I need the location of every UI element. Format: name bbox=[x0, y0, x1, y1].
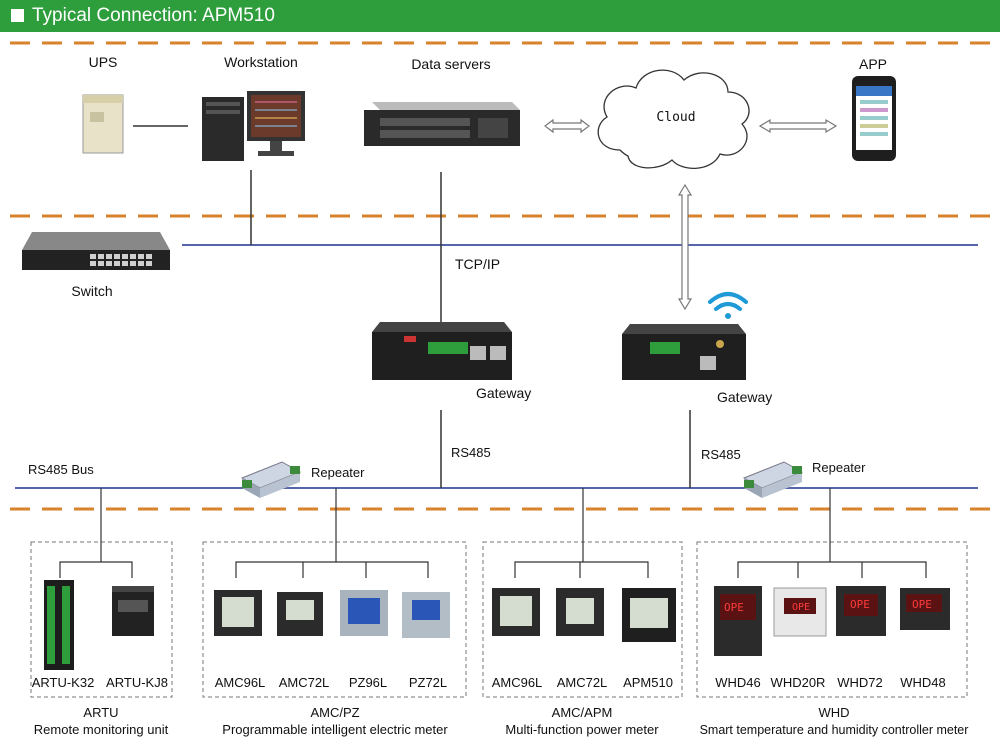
gateway-right-icon bbox=[622, 324, 746, 380]
repeater-right-label: Repeater bbox=[812, 460, 866, 475]
whd46-meter bbox=[714, 586, 762, 656]
group-desc-amcpz: Programmable intelligent electric meter bbox=[222, 722, 448, 737]
rs485-left-label: RS485 bbox=[451, 445, 491, 460]
tcpip-label: TCP/IP bbox=[455, 256, 501, 272]
header-bar: Typical Connection: APM510 bbox=[0, 0, 1000, 32]
group-name-amcpz: AMC/PZ bbox=[310, 705, 360, 720]
double-arrow-cloud-gateway bbox=[677, 183, 693, 311]
rs485-right-label: RS485 bbox=[701, 447, 741, 462]
network-switch-icon bbox=[22, 232, 170, 270]
phone-app-icon bbox=[852, 76, 896, 161]
double-arrow-server-cloud bbox=[544, 118, 590, 134]
data-server-icon bbox=[364, 102, 520, 146]
gateway-left-icon bbox=[372, 322, 512, 380]
gateway-left-label: Gateway bbox=[476, 385, 532, 401]
rs485-bus-label: RS485 Bus bbox=[28, 462, 94, 477]
device-label: AMC72L bbox=[278, 675, 330, 690]
workstation-icon bbox=[202, 91, 305, 161]
group-desc-whd: Smart temperature and humidity controlle… bbox=[699, 723, 969, 737]
device-label: PZ96L bbox=[348, 675, 388, 690]
device-label: APM510 bbox=[623, 675, 673, 690]
device-label: PZ72L bbox=[408, 675, 448, 690]
repeater-left-icon bbox=[240, 461, 302, 498]
group-name-artu: ARTU bbox=[83, 705, 119, 720]
ups-icon bbox=[82, 94, 124, 154]
device-label: AMC96L bbox=[491, 675, 543, 690]
group-drop-lines bbox=[59, 488, 927, 578]
switch-label: Switch bbox=[71, 283, 113, 299]
group-box-amcpz bbox=[202, 541, 467, 698]
app-label: APP bbox=[858, 56, 888, 72]
apm510-meter bbox=[622, 588, 676, 642]
device-label: AMC96L bbox=[214, 675, 266, 690]
amc72l-meter-1 bbox=[277, 592, 323, 636]
cloud-icon bbox=[597, 69, 750, 170]
group-name-whd: WHD bbox=[818, 705, 850, 720]
group-name-amcapm: AMC/APM bbox=[551, 705, 613, 720]
dashed-separators bbox=[10, 41, 995, 511]
double-arrow-cloud-app bbox=[758, 118, 838, 134]
amc96l-meter-2 bbox=[492, 588, 540, 636]
device-label: WHD72 bbox=[837, 675, 883, 690]
whd20r-meter bbox=[773, 587, 827, 637]
group-box-whd bbox=[696, 541, 968, 698]
artu-kj8-device bbox=[112, 586, 154, 636]
data-servers-label: Data servers bbox=[411, 56, 491, 72]
device-label: WHD20R bbox=[770, 675, 826, 690]
whd48-screen-text: OPE bbox=[912, 598, 932, 611]
workstation-label: Workstation bbox=[224, 54, 298, 70]
page-title: Typical Connection: APM510 bbox=[32, 5, 275, 26]
ups-label: UPS bbox=[88, 54, 118, 70]
device-label: WHD46 bbox=[715, 675, 761, 690]
gateway-right-label: Gateway bbox=[717, 389, 773, 405]
cloud-label: Cloud bbox=[656, 110, 696, 125]
artu-k32-device bbox=[44, 580, 74, 670]
group-desc-artu: Remote monitoring unit bbox=[33, 722, 169, 737]
device-label: AMC72L bbox=[556, 675, 608, 690]
whd72-meter bbox=[836, 586, 886, 636]
repeater-left-label: Repeater bbox=[311, 465, 365, 480]
device-label: ARTU-K32 bbox=[31, 675, 95, 690]
amc96l-meter-1 bbox=[214, 590, 262, 636]
whd48-meter bbox=[900, 588, 950, 630]
wifi-icon bbox=[708, 292, 748, 319]
whd46-screen-text: OPE bbox=[724, 601, 744, 614]
device-label: ARTU-KJ8 bbox=[106, 675, 168, 690]
pz96l-meter bbox=[340, 590, 388, 636]
header-square-icon bbox=[11, 9, 24, 22]
repeater-right-icon bbox=[742, 461, 804, 498]
pz72l-meter bbox=[402, 592, 450, 638]
whd72-screen-text: OPE bbox=[850, 598, 870, 611]
amc72l-meter-2 bbox=[556, 588, 604, 636]
whd20r-screen-text: OPE bbox=[792, 602, 811, 613]
group-desc-amcapm: Multi-function power meter bbox=[505, 722, 659, 737]
device-label: WHD48 bbox=[900, 675, 946, 690]
